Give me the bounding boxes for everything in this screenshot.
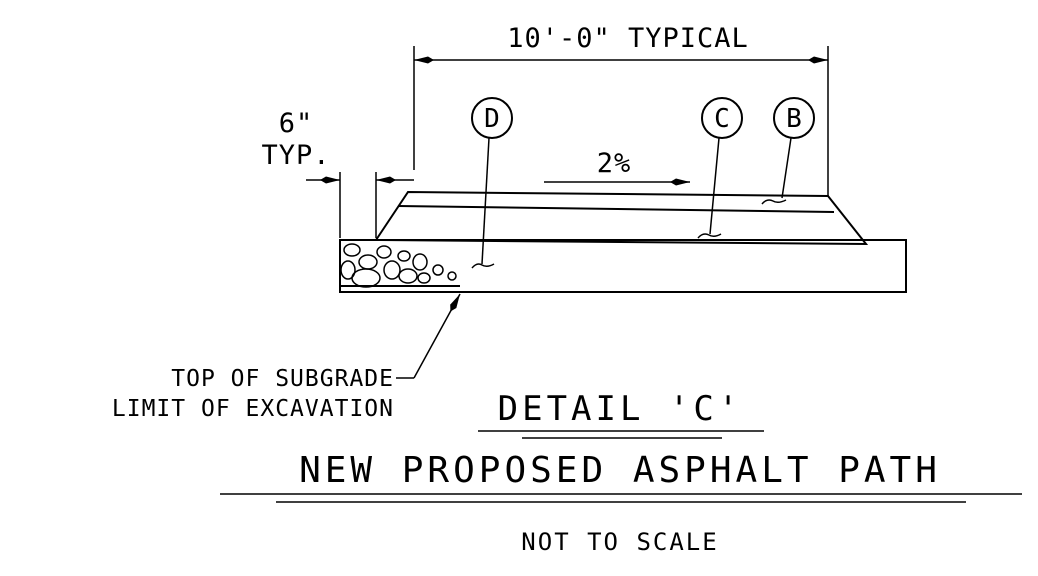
subgrade-note-line1: TOP OF SUBGRADE bbox=[171, 366, 394, 392]
scale-note: NOT TO SCALE bbox=[521, 528, 718, 556]
callout-d-squiggle bbox=[471, 263, 495, 269]
callout-d-label: D bbox=[484, 104, 500, 134]
callout-d-bubble bbox=[471, 97, 513, 139]
slope-label: 2% bbox=[597, 148, 632, 179]
surface-course-line bbox=[397, 205, 835, 213]
callout-c-label: C bbox=[714, 104, 730, 134]
edge-dimension-label: 6" bbox=[279, 108, 314, 139]
edge-dimension-typ-label: TYP. bbox=[261, 140, 330, 171]
callout-c-squiggle bbox=[697, 233, 722, 239]
width-dimension-label: 10'-0" TYPICAL bbox=[507, 23, 749, 54]
detail-title: DETAIL 'C' bbox=[498, 389, 743, 429]
callout-b-leader bbox=[781, 137, 792, 199]
aggregate-base-layer bbox=[339, 239, 907, 293]
aggregate-stones bbox=[340, 243, 457, 288]
callout-c-bubble bbox=[701, 97, 743, 139]
detail-subtitle: NEW PROPOSED ASPHALT PATH bbox=[299, 450, 941, 491]
subgrade-leader bbox=[413, 293, 461, 379]
callout-c-leader bbox=[709, 137, 720, 235]
asphalt-layers bbox=[374, 190, 869, 246]
callout-b-squiggle bbox=[761, 199, 787, 205]
callout-b-bubble bbox=[773, 97, 815, 139]
subgrade-note-line2: LIMIT OF EXCAVATION bbox=[112, 396, 394, 422]
callout-d-leader bbox=[481, 137, 490, 265]
callout-b-label: B bbox=[786, 104, 802, 134]
